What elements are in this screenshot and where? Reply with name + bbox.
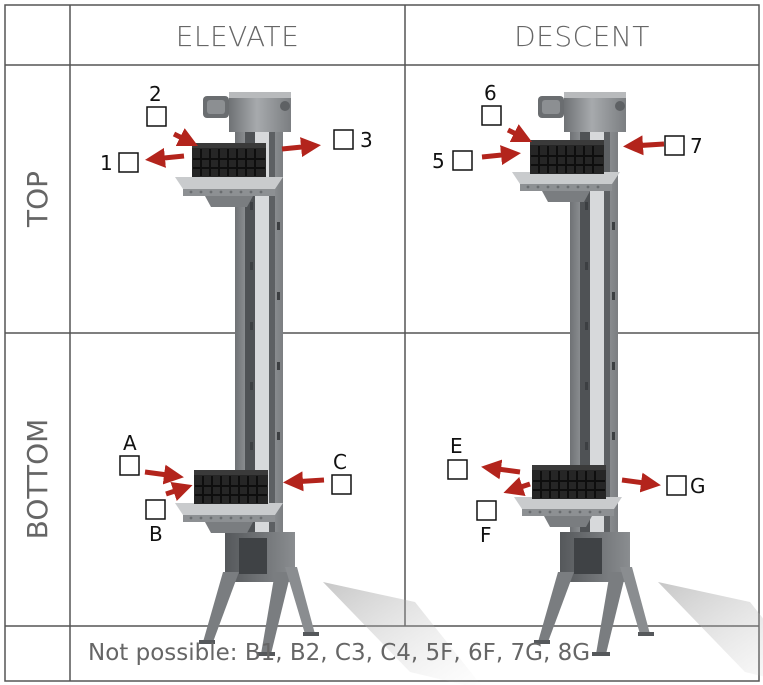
option-label-b: B bbox=[149, 522, 163, 546]
option-label-e: E bbox=[450, 434, 463, 458]
checkbox-option-1[interactable] bbox=[118, 152, 139, 173]
column-header-descent: DESCENT bbox=[514, 19, 650, 53]
checkbox-option-a[interactable] bbox=[119, 455, 140, 476]
option-label-1: 1 bbox=[100, 151, 113, 175]
arrow-option-b bbox=[165, 481, 193, 501]
option-label-c: C bbox=[333, 450, 347, 474]
arrow-option-1 bbox=[145, 147, 185, 168]
checkbox-option-2[interactable] bbox=[146, 106, 167, 127]
arrow-option-5 bbox=[481, 145, 521, 166]
arrow-option-f bbox=[503, 477, 531, 497]
checkbox-option-3[interactable] bbox=[333, 129, 354, 150]
table-grid bbox=[4, 4, 760, 682]
arrow-option-e bbox=[481, 459, 521, 480]
arrow-option-2 bbox=[172, 128, 199, 147]
option-label-a: A bbox=[123, 431, 137, 455]
checkbox-option-e[interactable] bbox=[447, 459, 468, 480]
option-label-7: 7 bbox=[690, 134, 703, 158]
checkbox-option-b[interactable] bbox=[145, 499, 166, 520]
arrow-option-7 bbox=[623, 135, 665, 156]
arrow-option-a bbox=[144, 464, 184, 485]
crate-elevate-top bbox=[191, 142, 267, 178]
arrow-option-3 bbox=[281, 137, 321, 158]
arrow-option-g bbox=[621, 472, 661, 493]
crate-elevate-bottom bbox=[193, 469, 269, 505]
option-label-f: F bbox=[480, 523, 492, 547]
option-label-g: G bbox=[690, 474, 706, 498]
row-label-top: TOP bbox=[21, 170, 54, 228]
column-header-elevate: ELEVATE bbox=[175, 19, 300, 53]
checkbox-option-7[interactable] bbox=[664, 135, 685, 156]
option-label-2: 2 bbox=[149, 82, 162, 106]
checkbox-option-c[interactable] bbox=[331, 474, 352, 495]
checkbox-option-g[interactable] bbox=[666, 475, 687, 496]
crate-descent-bottom bbox=[531, 464, 607, 500]
crate-descent-top bbox=[529, 139, 605, 175]
checkbox-option-f[interactable] bbox=[476, 500, 497, 521]
option-label-6: 6 bbox=[484, 81, 497, 105]
not-possible-note: Not possible: B1, B2, C3, C4, 5F, 6F, 7G… bbox=[88, 640, 591, 666]
option-label-5: 5 bbox=[432, 149, 445, 173]
checkbox-option-6[interactable] bbox=[481, 105, 502, 126]
option-label-3: 3 bbox=[360, 128, 373, 152]
checkbox-option-5[interactable] bbox=[452, 150, 473, 171]
row-label-bottom: BOTTOM bbox=[21, 418, 54, 540]
arrow-option-6 bbox=[506, 124, 533, 143]
arrow-option-c bbox=[283, 471, 325, 492]
